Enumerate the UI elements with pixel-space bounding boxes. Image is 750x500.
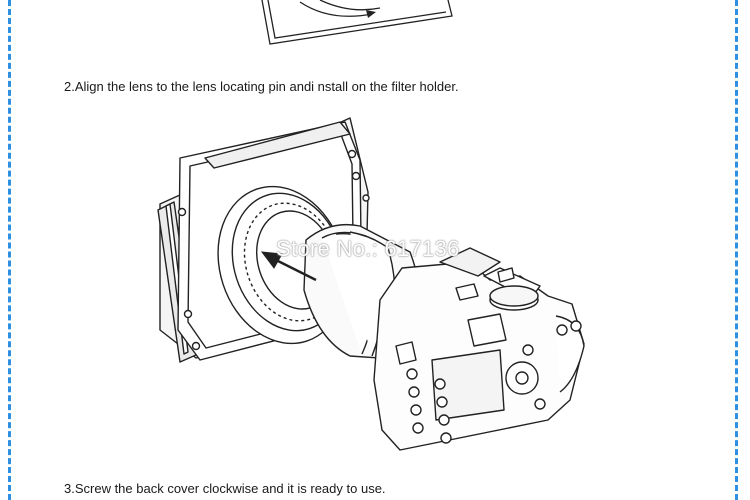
filter-holder-partial-illustration: [261, 0, 453, 45]
store-watermark: Store No.: 617136: [276, 236, 460, 261]
left-dashed-border: [8, 0, 11, 500]
right-dashed-border: [735, 0, 738, 500]
step-2-caption: 2.Align the lens to the lens locating pi…: [64, 79, 459, 94]
step-3-caption: 3.Screw the back cover clockwise and it …: [64, 481, 386, 496]
